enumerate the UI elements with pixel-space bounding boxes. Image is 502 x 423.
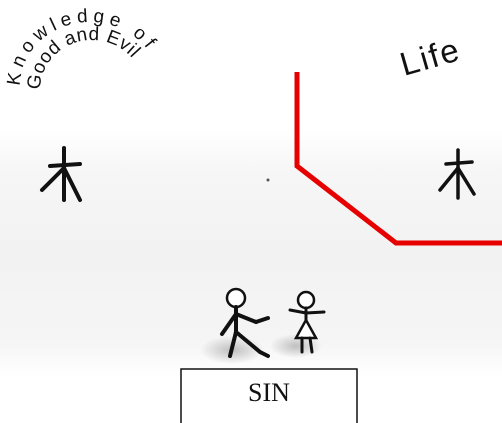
red-path-line (294, 72, 502, 246)
tree-life-icon (438, 148, 476, 200)
sin-box: SIN (180, 368, 358, 423)
tree-knowledge-icon (40, 146, 82, 202)
speck-dot (266, 178, 270, 182)
tree-life-title: Life (396, 30, 465, 82)
man-figure-icon (220, 287, 270, 358)
woman-figure-icon (288, 290, 326, 354)
tree-knowledge-title: Knowledge of Good and Evil (4, 6, 158, 91)
sin-label: SIN (248, 378, 290, 407)
background-ground (0, 128, 502, 378)
